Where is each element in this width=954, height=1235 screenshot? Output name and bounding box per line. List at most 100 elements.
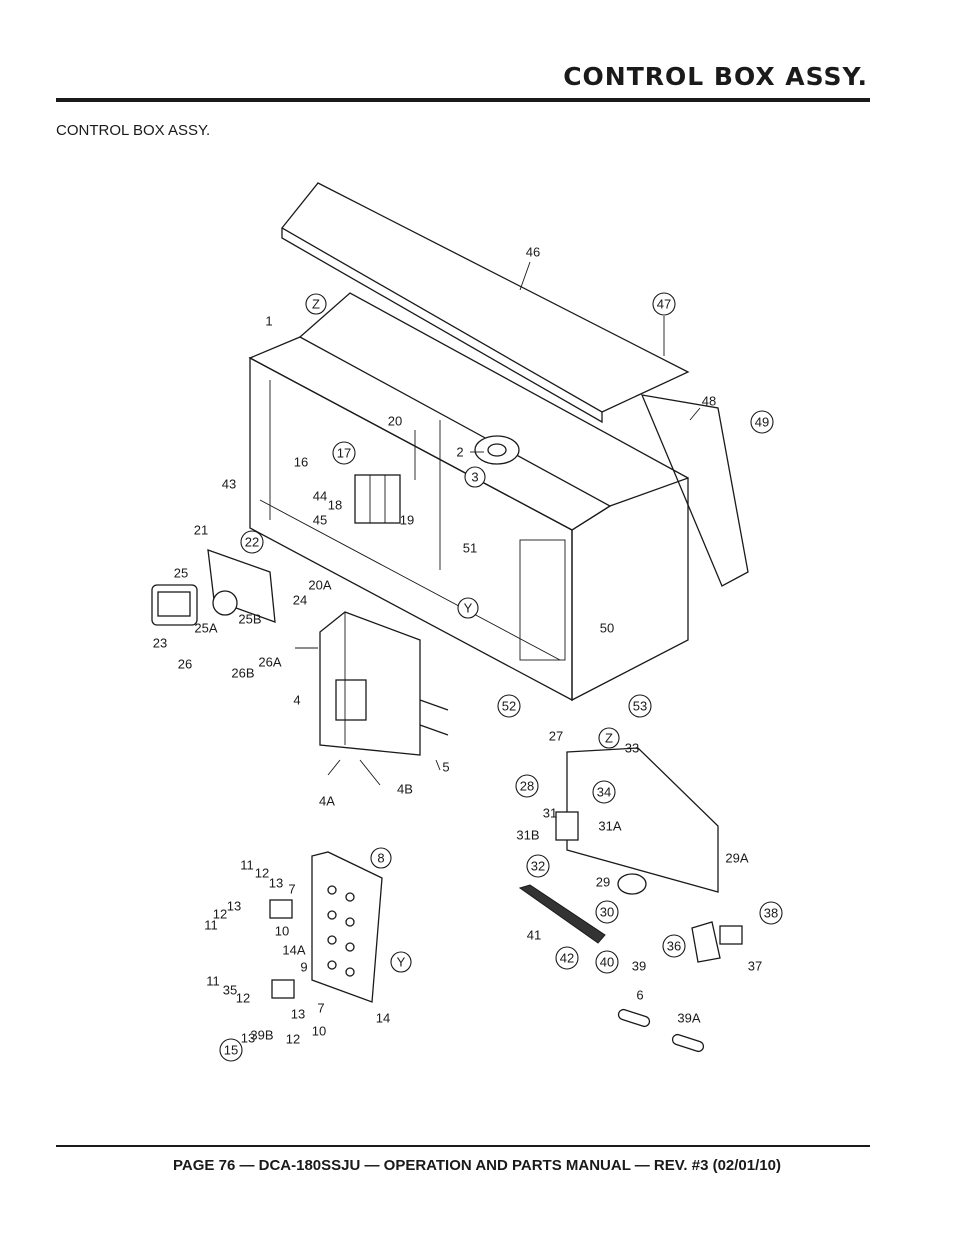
callout-42: 42 xyxy=(555,946,579,970)
callout-label: 4B xyxy=(397,782,413,797)
callout-label: 32 xyxy=(531,859,545,874)
callout-7: 7 xyxy=(288,882,295,897)
callout-label: 25A xyxy=(194,621,217,636)
callout-label: 4A xyxy=(319,794,335,809)
callout-z: Z xyxy=(598,727,620,749)
callout-label: 37 xyxy=(748,959,762,974)
callout-13: 13 xyxy=(241,1031,255,1046)
callout-31: 31 xyxy=(543,806,557,821)
callout-48: 48 xyxy=(702,394,716,409)
callout-12: 12 xyxy=(255,866,269,881)
callout-label: 16 xyxy=(294,455,308,470)
callout-label: 29 xyxy=(596,875,610,890)
callout-label: 40 xyxy=(600,955,614,970)
circuit-breaker xyxy=(319,611,449,756)
callout-28: 28 xyxy=(515,774,539,798)
callout-label: Z xyxy=(605,731,613,746)
callout-label: 11 xyxy=(240,858,254,873)
callout-label: 24 xyxy=(293,593,307,608)
top-cover-plate xyxy=(281,182,690,424)
bracket xyxy=(691,921,743,963)
fuses xyxy=(617,1008,705,1053)
callout-label: 20A xyxy=(308,578,331,593)
callout-label: Y xyxy=(397,955,406,970)
callout-label: 4 xyxy=(293,693,300,708)
callout-label: 11 xyxy=(206,974,220,989)
callout-label: 45 xyxy=(313,513,327,528)
callout-47: 47 xyxy=(652,292,676,316)
callout-label: 6 xyxy=(636,988,643,1003)
current-transformer xyxy=(474,435,520,465)
callout-circle xyxy=(464,466,486,488)
callout-43: 43 xyxy=(222,477,236,492)
callout-label: 34 xyxy=(597,785,611,800)
callout-circle xyxy=(662,934,686,958)
callout-32: 32 xyxy=(526,854,550,878)
callout-label: 27 xyxy=(549,729,563,744)
callout-label: 39 xyxy=(632,959,646,974)
callout-12: 12 xyxy=(236,991,250,1006)
callout-label: 52 xyxy=(502,699,516,714)
callout-12: 12 xyxy=(213,907,227,922)
callout-25b: 25B xyxy=(238,612,261,627)
side-panel xyxy=(640,394,749,587)
callout-label: 11 xyxy=(204,918,218,933)
callout-circle xyxy=(370,847,392,869)
callout-9: 9 xyxy=(300,960,307,975)
callout-label: 21 xyxy=(194,523,208,538)
callout-label: 36 xyxy=(667,939,681,954)
callout-label: 13 xyxy=(291,1007,305,1022)
callout-35: 35 xyxy=(223,983,237,998)
callout-30: 30 xyxy=(595,900,619,924)
callout-label: 41 xyxy=(527,928,541,943)
callout-26: 26 xyxy=(178,657,192,672)
callout-6: 6 xyxy=(636,988,643,1003)
callout-label: 12 xyxy=(213,907,227,922)
callout-z: Z xyxy=(305,293,327,315)
callout-label: 25 xyxy=(174,566,188,581)
terminal-strip xyxy=(518,884,606,944)
callout-16: 16 xyxy=(294,455,308,470)
callout-20a: 20A xyxy=(308,578,331,593)
callout-44: 44 xyxy=(313,489,327,504)
callout-label: 25B xyxy=(238,612,261,627)
callout-14a: 14A xyxy=(282,943,305,958)
callout-40: 40 xyxy=(595,950,619,974)
callout-label: 44 xyxy=(313,489,327,504)
callout-label: 3 xyxy=(471,470,478,485)
callout-label: 30 xyxy=(600,905,614,920)
callout-label: 39B xyxy=(250,1028,273,1043)
callout-label: 22 xyxy=(245,535,259,550)
callout-circle xyxy=(515,774,539,798)
callout-label: 19 xyxy=(400,513,414,528)
callout-circle xyxy=(595,950,619,974)
callout-25a: 25A xyxy=(194,621,217,636)
callout-4b: 4B xyxy=(397,782,413,797)
callout-label: 10 xyxy=(312,1024,326,1039)
control-box-frame xyxy=(248,292,689,702)
callout-circle xyxy=(526,854,550,878)
section-caption: CONTROL BOX ASSY. xyxy=(56,122,211,139)
callout-label: 35 xyxy=(223,983,237,998)
callout-label: 8 xyxy=(377,851,384,866)
callout-label: 12 xyxy=(286,1032,300,1047)
callout-38: 38 xyxy=(759,901,783,925)
callout-41: 41 xyxy=(527,928,541,943)
callout-label: 7 xyxy=(288,882,295,897)
callout-label: 7 xyxy=(317,1001,324,1016)
callout-15: 15 xyxy=(219,1038,243,1062)
callout-29: 29 xyxy=(596,875,610,890)
callout-5: 5 xyxy=(442,760,449,775)
callout-26a: 26A xyxy=(258,655,281,670)
footer-rule xyxy=(56,1145,870,1147)
callout-29a: 29A xyxy=(725,851,748,866)
callout-circle xyxy=(595,900,619,924)
callout-33: 33 xyxy=(625,741,639,756)
callout-label: 51 xyxy=(463,541,477,556)
callout-2: 2 xyxy=(456,445,463,460)
callout-20: 20 xyxy=(388,414,402,429)
callout-label: 12 xyxy=(255,866,269,881)
callout-39: 39 xyxy=(632,959,646,974)
